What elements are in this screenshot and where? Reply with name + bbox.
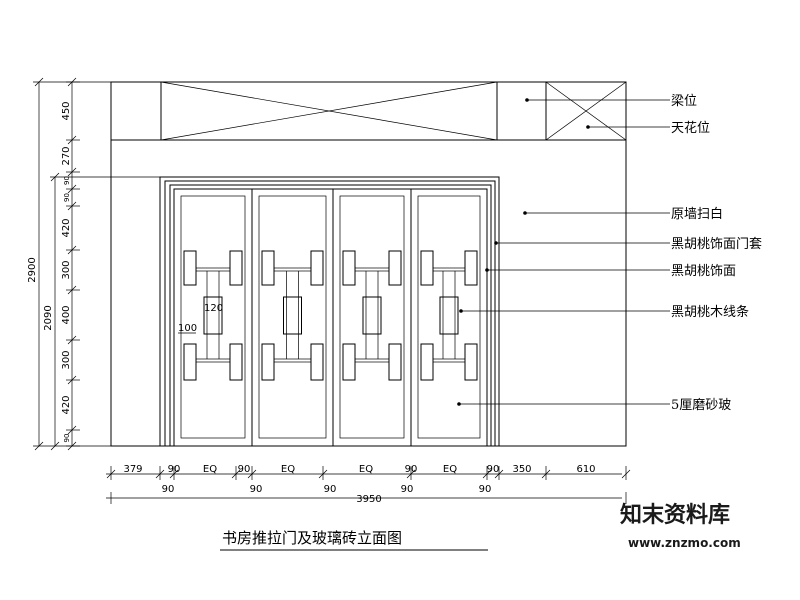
dim-bottom-value: EQ (281, 464, 295, 475)
dim-bottom-value: 350 (512, 464, 531, 475)
dim-bottom-value: 379 (123, 464, 142, 475)
dim-left-inner-value: 270 (61, 146, 72, 165)
ceiling-box (545, 81, 627, 141)
label-ceiling: 天花位 (671, 120, 710, 136)
dim-bottom-value: 90 (238, 464, 251, 475)
callouts: 梁位 天花位 原墙扫白 黑胡桃饰面门套 黑胡桃饰面 黑胡桃木线条 5厘磨砂玻 (457, 94, 762, 413)
dim-bottom-value: 90 (168, 464, 181, 475)
door-panels (173, 188, 488, 447)
label-veneer: 黑胡桃饰面 (671, 264, 736, 279)
dim-total-width: 3950 (356, 494, 381, 505)
label-glass: 5厘磨砂玻 (671, 398, 731, 413)
dim-left-inner-value: 420 (61, 218, 72, 237)
dim-bottom-value: 610 (576, 464, 595, 475)
door-panel (251, 188, 334, 447)
drawing-title: 书房推拉门及玻璃砖立面图 (222, 529, 402, 547)
dim-left-inner-value: 420 (61, 395, 72, 414)
watermark-url: www.znzmo.com (628, 536, 741, 550)
label-wall-white: 原墙扫白 (671, 206, 723, 222)
dim-left-inner-value: 90 (63, 434, 71, 443)
dim-left-inner-value: 300 (61, 260, 72, 279)
bottom-dimensions: 379 90 EQ 90 EQ EQ 90 EQ 90 350 610 90 90 90 90 90 3950 (106, 464, 631, 505)
watermark-brand: 知末资料库 (620, 502, 730, 528)
dim-bottom-value: EQ (443, 464, 457, 475)
panel-dim-120: 120 (204, 303, 223, 314)
door-panel (173, 188, 253, 447)
door-panel (332, 188, 412, 447)
dim-total-height: 2900 (27, 257, 38, 282)
label-door-frame: 黑胡桃饰面门套 (671, 236, 762, 252)
label-wood-strip: 黑胡桃木线条 (671, 304, 749, 320)
dim-bottom-mid-value: 90 (401, 484, 414, 495)
wall-outline (110, 81, 627, 447)
dim-bottom-value: 90 (405, 464, 418, 475)
dim-left-inner-value: 90 (63, 176, 71, 185)
left-dimensions: 2900 2090 450 270 90 90 420 300 400 300 420 90 (27, 77, 160, 451)
dim-left-inner-value: 450 (61, 101, 72, 120)
dim-bottom-mid-value: 90 (162, 484, 175, 495)
panel-dim-100: 100 (178, 323, 197, 334)
dim-bottom-mid-value: 90 (324, 484, 337, 495)
dim-left-inner-value: 400 (61, 305, 72, 324)
dim-bottom-value: 90 (487, 464, 500, 475)
dim-left-inner-value: 300 (61, 350, 72, 369)
beam-box (160, 81, 498, 141)
dim-door-height: 2090 (43, 305, 54, 330)
dim-bottom-value: EQ (359, 464, 373, 475)
dim-left-inner-value: 90 (63, 193, 71, 202)
dim-bottom-value: EQ (203, 464, 217, 475)
watermark: 知末资料库 www.znzmo.com (620, 502, 741, 550)
door-panel (410, 188, 488, 447)
dim-bottom-mid-value: 90 (250, 484, 263, 495)
label-beam: 梁位 (671, 94, 697, 109)
dim-bottom-mid-value: 90 (479, 484, 492, 495)
